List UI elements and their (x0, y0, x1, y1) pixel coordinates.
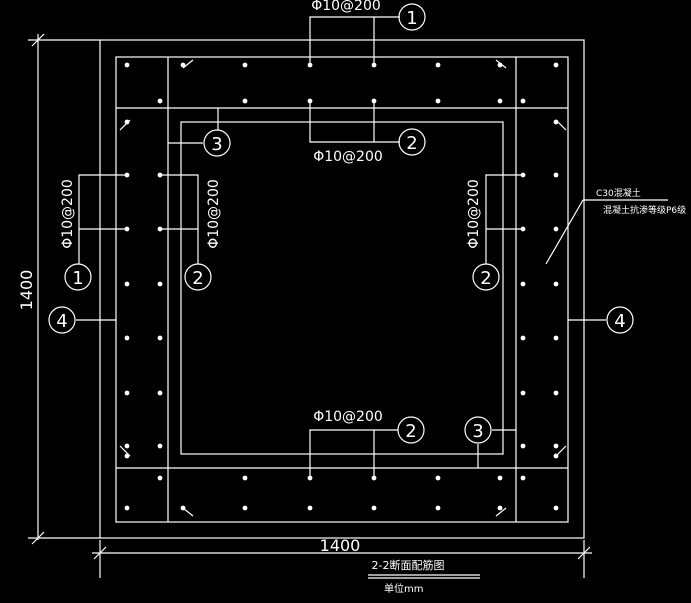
rebar-dot (497, 62, 503, 68)
rebar-dot (497, 505, 503, 511)
cavity-face (180, 121, 504, 455)
rebar-dot (157, 390, 163, 396)
rebar-dot (520, 390, 526, 396)
material-note-grade: C30混凝土 (596, 187, 641, 199)
rebar-dot (553, 119, 559, 125)
unit-note: 单位mm (384, 582, 423, 595)
rebar-dot (553, 62, 559, 68)
rebar-dots (124, 62, 559, 511)
stirrup-ticks (119, 59, 567, 517)
wall-outer-face (115, 56, 569, 523)
callout-4-left: 4 (56, 311, 67, 332)
rebar-dot (124, 453, 130, 459)
rebar-dot (435, 475, 441, 481)
dimension-lines (28, 33, 592, 578)
rebar-dot (371, 505, 377, 511)
rebar-spec-right-inner: Φ10@200 (466, 179, 482, 249)
rebar-dot (157, 281, 163, 287)
rebar-dot (157, 443, 163, 449)
rebar-dot (520, 335, 526, 341)
rebar-dot (553, 226, 559, 232)
rebar-dot (124, 390, 130, 396)
callout-4-right: 4 (614, 311, 625, 332)
outer-frame (99, 39, 585, 539)
rebar-dot (520, 443, 526, 449)
rebar-dot (124, 335, 130, 341)
rebar-dot (307, 505, 313, 511)
leader-lines (76, 16, 668, 478)
rebar-spec-left-inner: Φ10@200 (206, 179, 222, 249)
rebar-dot (435, 98, 441, 104)
rebar-dot (553, 443, 559, 449)
rebar-dot (520, 281, 526, 287)
rebar-dot (124, 443, 130, 449)
callout-2-bottom: 2 (405, 421, 416, 442)
rebar-dot (435, 505, 441, 511)
callout-2-top-inner: 2 (406, 133, 417, 154)
material-note-impermeability: 混凝土抗渗等级P6级 (603, 204, 686, 216)
rebar-dot (520, 98, 526, 104)
rebar-spec-bottom: Φ10@200 (313, 409, 383, 425)
callout-circles (48, 3, 634, 444)
drawing-title: 2-2断面配筋图 (372, 558, 445, 572)
rebar-dot (497, 98, 503, 104)
rebar-dot (242, 62, 248, 68)
dim-horizontal-1400: 1400 (320, 536, 361, 555)
rebar-dot (157, 335, 163, 341)
rebar-spec-top-inner: Φ10@200 (313, 149, 383, 165)
rebar-dot (553, 281, 559, 287)
rebar-dot (242, 475, 248, 481)
dim-vertical-1400: 1400 (17, 270, 36, 311)
rebar-dot (553, 505, 559, 511)
callout-1-top: 1 (406, 8, 417, 29)
rebar-dot (180, 505, 186, 511)
callout-2-left-inner: 2 (192, 268, 203, 289)
rebar-dot (157, 98, 163, 104)
rebar-dot (553, 453, 559, 459)
callout-2-right-inner: 2 (480, 268, 491, 289)
callout-3-top-left: 3 (211, 134, 222, 155)
rebar-dot (124, 505, 130, 511)
callout-1-left: 1 (72, 268, 83, 289)
rebar-spec-left-outer: Φ10@200 (60, 179, 76, 249)
rebar-dot (553, 390, 559, 396)
rebar-dot (242, 98, 248, 104)
rebar-dot (520, 475, 526, 481)
rebar-dot (497, 475, 503, 481)
rebar-dot (242, 505, 248, 511)
rebar-dot (553, 335, 559, 341)
rebar-spec-top: Φ10@200 (311, 0, 381, 14)
rebar-dot (124, 119, 130, 125)
rebar-dot (180, 62, 186, 68)
rebar-dot (435, 62, 441, 68)
rebar-dot (124, 281, 130, 287)
rebar-dot (124, 62, 130, 68)
callout-3-bottom-right: 3 (472, 421, 483, 442)
rebar-dot (553, 172, 559, 178)
rebar-dot (157, 475, 163, 481)
